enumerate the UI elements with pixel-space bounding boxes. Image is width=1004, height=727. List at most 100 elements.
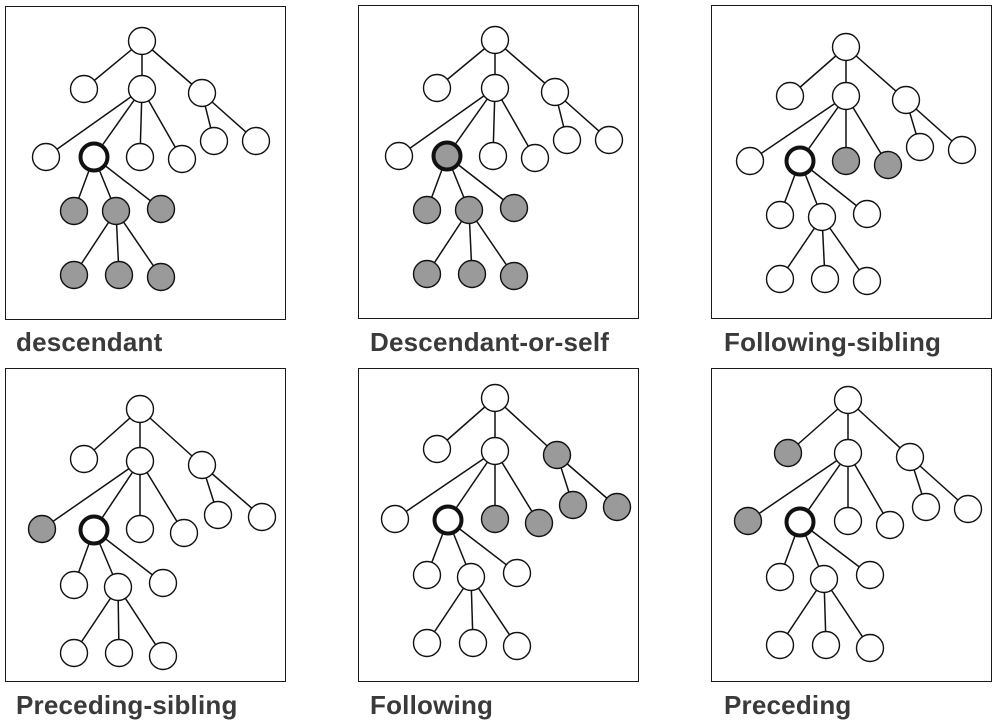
tree-node — [833, 385, 863, 415]
tree-node — [103, 572, 133, 602]
caption-preceding: Preceding — [724, 690, 852, 720]
tree-diagram — [735, 32, 977, 296]
tree-node — [520, 143, 550, 173]
tree-node — [480, 383, 510, 413]
tree-node — [169, 518, 199, 548]
tree-diagram — [31, 26, 271, 292]
selected-node — [602, 492, 632, 522]
tree-node — [125, 394, 155, 424]
tree-node — [891, 85, 921, 115]
tree-node — [552, 125, 582, 155]
tree-diagram — [27, 394, 277, 671]
tree-node — [69, 74, 99, 104]
tree-node — [380, 504, 410, 534]
selected-node — [454, 195, 484, 225]
caption-following-sibling: Following-sibling — [724, 327, 942, 357]
caption-following: Following — [370, 690, 494, 720]
tree-node — [811, 630, 841, 660]
tree-node — [855, 560, 885, 590]
selected-node — [558, 490, 588, 520]
selected-node — [524, 508, 554, 538]
context-node — [78, 141, 110, 173]
tree-node — [148, 568, 178, 598]
tree-node — [953, 494, 983, 524]
tree-edge — [45, 88, 143, 158]
selected-node — [499, 261, 529, 291]
caption-descendant-or-self: Descendant-or-self — [370, 327, 610, 357]
tree-node — [852, 199, 882, 229]
tree-node — [765, 200, 795, 230]
tree-node — [31, 142, 61, 172]
tree-node — [765, 630, 795, 660]
selected-node — [412, 195, 442, 225]
tree-node — [480, 436, 510, 466]
tree-node — [947, 135, 977, 165]
context-node — [431, 140, 463, 172]
tree-node — [594, 125, 624, 155]
selected-node — [480, 504, 510, 534]
tree-node — [203, 500, 233, 530]
tree-diagram — [733, 385, 983, 663]
tree-node — [502, 631, 532, 661]
selected-node — [733, 506, 763, 536]
tree-node — [125, 446, 155, 476]
context-node — [784, 506, 816, 538]
tree-node — [480, 73, 510, 103]
tree-node — [540, 77, 570, 107]
tree-node — [895, 442, 925, 472]
tree-node — [831, 81, 861, 111]
selected-node — [104, 260, 134, 290]
tree-node — [384, 141, 414, 171]
tree-node — [167, 144, 197, 174]
tree-node — [412, 560, 442, 590]
tree-node — [875, 510, 905, 540]
tree-node — [502, 558, 532, 588]
tree-node — [833, 506, 863, 536]
tree-node — [422, 73, 452, 103]
selected-node — [499, 193, 529, 223]
tree-node — [187, 78, 217, 108]
tree-node — [480, 25, 510, 55]
tree-node — [104, 638, 134, 668]
context-node — [784, 145, 816, 177]
tree-node — [765, 562, 795, 592]
tree-node — [831, 32, 861, 62]
context-node — [78, 514, 110, 546]
tree-edge — [749, 95, 847, 162]
tree-node — [775, 81, 805, 111]
tree-node — [241, 126, 271, 156]
tree-diagram — [384, 25, 624, 291]
tree-node — [735, 146, 765, 176]
selected-node — [773, 438, 803, 468]
tree-node — [456, 562, 486, 592]
tree-node — [911, 492, 941, 522]
tree-node — [247, 502, 277, 532]
tree-edge — [398, 87, 496, 157]
tree-node — [69, 444, 99, 474]
tree-node — [127, 26, 157, 56]
tree-node — [125, 142, 155, 172]
diagram-panel-descendant-or-self — [358, 5, 639, 319]
tree-node — [905, 132, 935, 162]
selected-node — [27, 514, 57, 544]
selected-node — [457, 259, 487, 289]
selected-node — [146, 262, 176, 292]
tree-node — [199, 126, 229, 156]
tree-node — [127, 74, 157, 104]
tree-edge — [747, 452, 849, 522]
tree-node — [855, 633, 885, 663]
tree-node — [59, 638, 89, 668]
tree-node — [187, 450, 217, 480]
diagram-panel-descendant — [5, 6, 286, 320]
tree-node — [765, 264, 795, 294]
selected-node — [873, 150, 903, 180]
tree-node — [125, 514, 155, 544]
tree-node — [807, 202, 837, 232]
caption-descendant: descendant — [16, 327, 163, 357]
selected-node — [146, 194, 176, 224]
tree-node — [422, 434, 452, 464]
selected-node — [101, 196, 131, 226]
tree-node — [412, 628, 442, 658]
tree-diagram — [380, 383, 632, 661]
tree-node — [148, 641, 178, 671]
